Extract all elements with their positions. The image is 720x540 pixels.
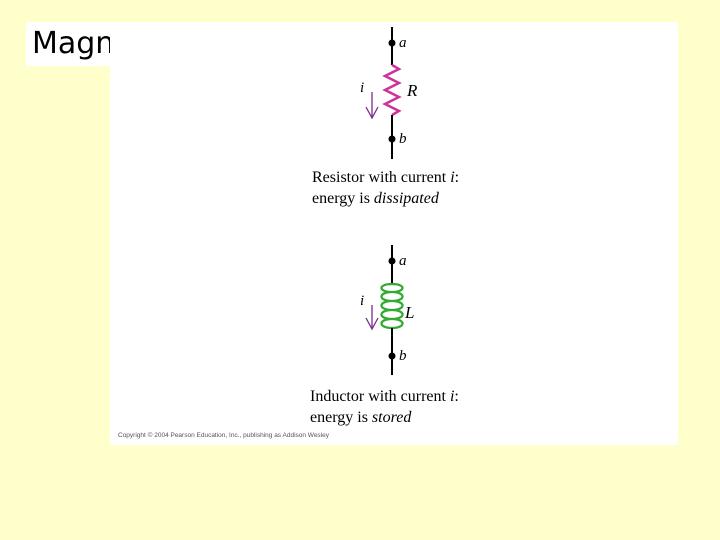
inductor-label-b: b: [399, 348, 407, 364]
inductor-caption: Inductor with current i: energy is store…: [310, 386, 459, 428]
inductor-node-b: [388, 352, 396, 360]
resistor-current-arrowhead: [365, 106, 379, 120]
resistor-caption: Resistor with current i: energy is dissi…: [312, 167, 459, 209]
inductor-caption-line2: energy is stored: [310, 409, 412, 426]
inductor-circuit: a L i b: [360, 245, 414, 375]
resistor-symbol: [382, 63, 402, 117]
resistor-node-b: [388, 135, 396, 143]
inductor-current-label: i: [360, 293, 364, 309]
figure-panel: a R i b a L i b Resistor with current i:…: [110, 22, 678, 445]
inductor-current-arrowhead: [365, 317, 379, 331]
circuit-figure: a R i b a L i b: [360, 27, 418, 375]
resistor-caption-line1: Resistor with current i:: [312, 169, 460, 186]
resistor-circuit: a R i b: [360, 27, 418, 159]
inductor-caption-line1: Inductor with current i:: [310, 388, 459, 405]
resistor-label-b: b: [399, 131, 407, 147]
resistor-current-label: i: [360, 80, 364, 96]
resistor-node-a: [388, 39, 396, 47]
inductor-label-a: a: [399, 253, 407, 269]
inductor-symbol: [380, 282, 404, 330]
inductor-label-l: L: [404, 303, 414, 322]
resistor-caption-line2: energy is dissipated: [312, 190, 439, 207]
copyright-notice: Copyright © 2004 Pearson Education, Inc.…: [118, 432, 329, 439]
inductor-node-a: [388, 257, 396, 265]
resistor-label-a: a: [399, 35, 407, 51]
resistor-label-r: R: [406, 81, 418, 100]
